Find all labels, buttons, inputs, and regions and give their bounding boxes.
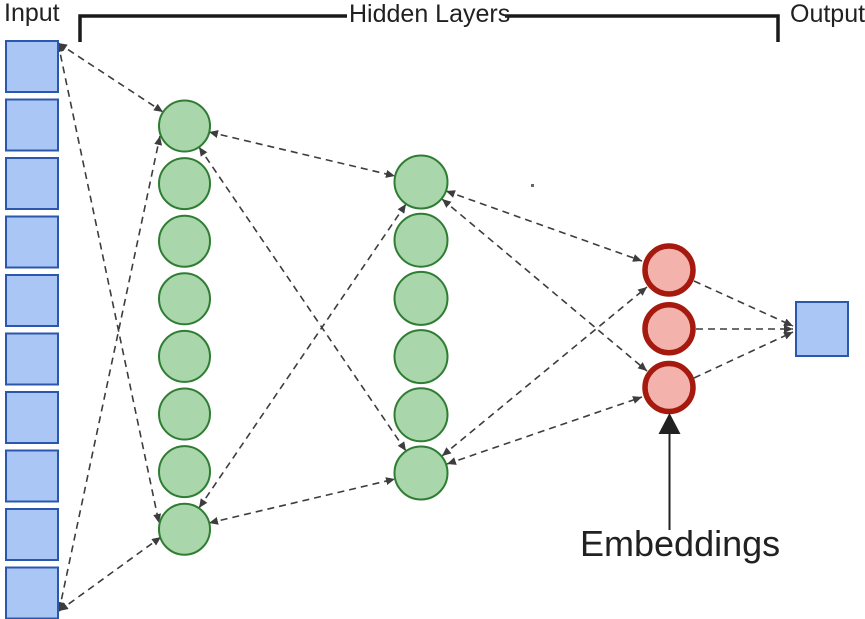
output-label: Output [790,0,865,28]
hidden-layers-label: Hidden Layers [349,0,511,28]
hidden1-node [158,214,211,268]
hidden2-node [393,329,449,385]
hidden-layers-bracket [78,14,780,42]
connection-line [693,280,794,327]
connection-line [446,396,643,465]
connection-line [693,331,794,379]
input-node [5,566,59,619]
hidden1-node [158,445,211,499]
input-node [5,157,59,210]
connection-line [208,130,396,178]
input-node [5,40,59,93]
input-node [5,332,59,386]
input-node [5,274,59,327]
hidden2-node [393,270,449,326]
input-label: Input [4,0,60,27]
embedding-node [642,360,696,415]
input-node [5,215,59,269]
hidden1-node [158,99,211,153]
hidden2-node [393,154,449,210]
hidden1-node [158,502,211,556]
output-node [795,301,849,357]
connection-line [208,477,396,525]
hidden1-node [158,272,211,326]
connection-line [57,42,164,113]
hidden1-node [158,387,211,441]
hidden1-node [158,157,211,211]
connection-line [441,286,648,457]
embeddings-label: Embeddings [580,523,781,564]
embedding-node [642,243,696,297]
connection-line [55,42,162,524]
hidden1-node [158,329,211,383]
connection-line [198,203,407,509]
connection-line [198,146,407,452]
hidden2-node [393,445,449,501]
input-node [5,508,59,561]
input-node [5,98,59,152]
connection-line [58,536,162,612]
connection-line [441,198,648,372]
stray-speck [531,184,534,187]
embeddings-arrowhead [658,413,681,434]
hidden2-node [393,387,449,443]
embedding-node [642,302,696,356]
connection-line [56,135,163,612]
input-node [5,391,59,444]
hidden2-node [393,212,449,268]
input-node [5,449,59,503]
